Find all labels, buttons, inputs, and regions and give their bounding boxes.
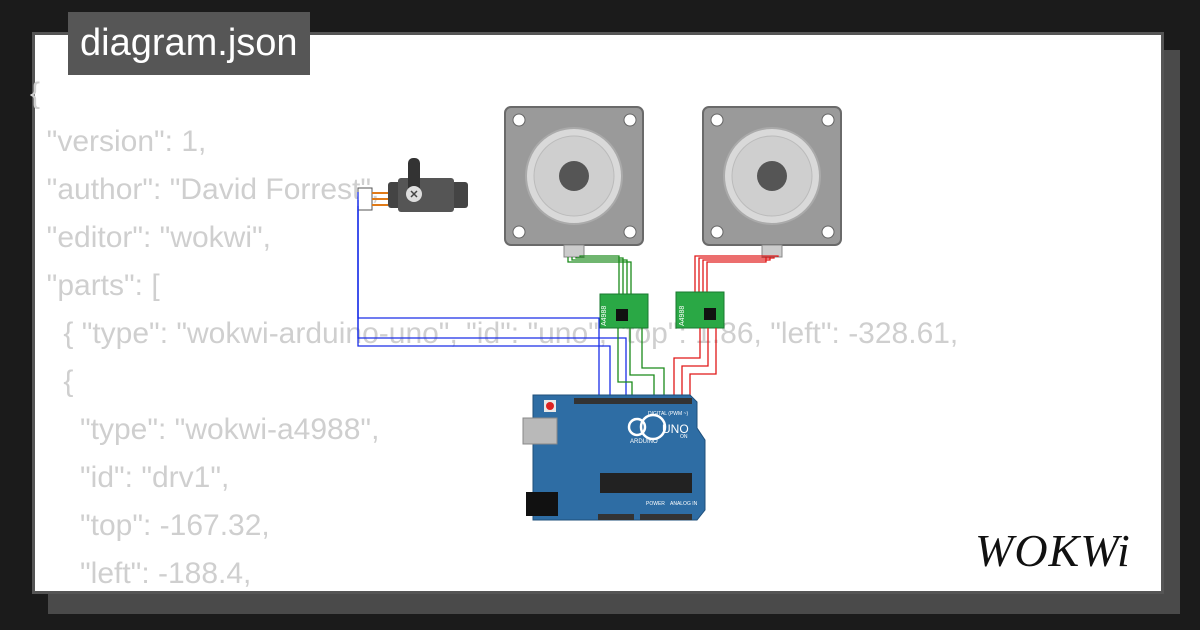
code-line: "id": "drv1", (30, 461, 230, 494)
file-title-tab: diagram.json (68, 12, 310, 75)
a4988-driver-2: A4988 (675, 291, 725, 329)
arduino-label: ARDUINO (630, 439, 658, 445)
servo-motor (357, 158, 468, 212)
driver1-control-wires (617, 328, 665, 398)
uno-label: UNO (662, 422, 689, 436)
wokwi-logo: WOKWi (975, 525, 1131, 576)
arduino-uno-board: UNO ARDUINO DIGITAL (PWM ~) POWER ANALOG… (522, 394, 706, 521)
power-label: POWER (646, 501, 665, 507)
code-line: "parts": [ (30, 269, 160, 302)
code-line: { (30, 365, 74, 398)
motor2-wires (694, 255, 779, 294)
driver1-label: A4988 (601, 306, 608, 326)
stepper-motor-2 (702, 106, 842, 258)
a4988-driver-1: A4988 (599, 293, 649, 329)
driver2-control-wires (673, 328, 717, 398)
analog-label: ANALOG IN (670, 501, 698, 507)
on-label: ON (680, 434, 688, 440)
code-line: "top": -167.32, (30, 509, 270, 542)
json-code-background: { "version": 1, "author": "David Forrest… (30, 70, 958, 598)
code-line: "version": 1, (30, 125, 207, 158)
code-line: { (30, 77, 41, 110)
driver2-label: A4988 (679, 306, 686, 326)
code-line: "left": -188.4, (30, 557, 252, 590)
stepper-motor-1 (504, 106, 644, 258)
motor1-wires (567, 255, 632, 296)
code-line: "author": "David Forrest", (30, 173, 380, 206)
digital-label: DIGITAL (PWM ~) (648, 411, 688, 417)
code-line: "editor": "wokwi", (30, 221, 271, 254)
code-line: { "type": "wokwi-arduino-uno", "id": "un… (30, 317, 959, 350)
code-line: "type": "wokwi-a4988", (30, 413, 380, 446)
